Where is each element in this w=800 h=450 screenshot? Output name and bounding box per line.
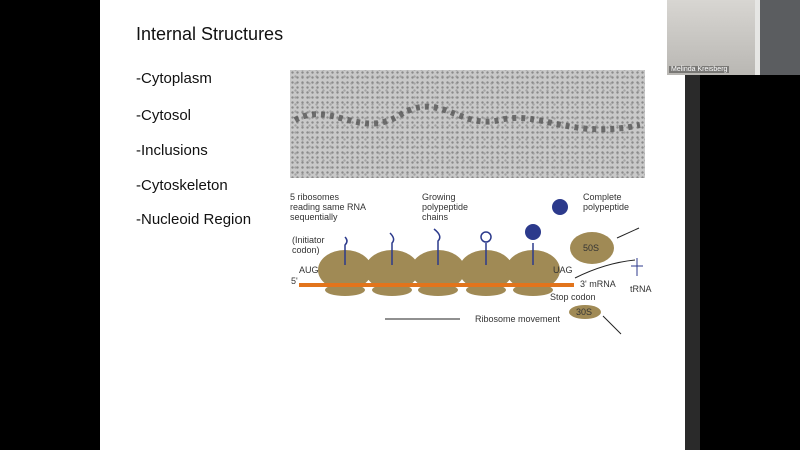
polyribosome-diagram: 5 ribosomes reading same RNA sequentiall… <box>290 192 652 335</box>
label-initiator-1: (Initiator <box>292 235 325 245</box>
label-30s: 30S <box>576 307 592 317</box>
label-trna: tRNA <box>630 284 652 294</box>
bullet-cytoskeleton: -Cytoskeleton <box>136 177 228 194</box>
label-ribosomes-3: sequentially <box>290 212 338 222</box>
label-complete-1: Complete <box>583 192 622 202</box>
label-complete-2: polypeptide <box>583 202 629 212</box>
label-growing-3: chains <box>422 212 449 222</box>
participant-video-tile[interactable]: Melinda Kreisberg <box>667 0 800 75</box>
label-initiator-2: codon) <box>292 245 320 255</box>
label-3-prime-mrna: 3' mRNA <box>580 279 616 289</box>
side-divider <box>685 75 700 450</box>
bullet-cytosol: -Cytosol <box>136 107 192 124</box>
slide-title: Internal Structures <box>136 24 284 44</box>
label-aug: AUG <box>299 265 319 275</box>
ribosomes <box>318 250 560 296</box>
bullet-cytoplasm: -Cytoplasm <box>136 70 212 87</box>
label-ribosome-movement: Ribosome movement <box>475 314 561 324</box>
bullet-inclusions: -Inclusions <box>136 142 208 159</box>
label-50s: 50S <box>583 243 599 253</box>
label-5-prime: 5' <box>291 276 298 286</box>
label-growing-2: polypeptide <box>422 202 468 212</box>
label-growing-1: Growing <box>422 192 456 202</box>
label-uag: UAG <box>553 265 573 275</box>
polypeptide-chains <box>344 228 534 265</box>
video-background-window <box>760 0 800 75</box>
label-ribosomes-1: 5 ribosomes <box>290 192 340 202</box>
mrna-strand <box>299 283 574 287</box>
presentation-slide: Internal Structures -Cytoplasm -Cytosol … <box>100 0 685 450</box>
label-ribosomes-2: reading same RNA <box>290 202 366 212</box>
participant-name: Melinda Kreisberg <box>669 66 730 73</box>
bullet-nucleoid-region: -Nucleoid Region <box>136 211 252 228</box>
complete-polypeptide-icon <box>552 199 568 215</box>
label-stop-codon: Stop codon <box>550 292 596 302</box>
electron-micrograph-image <box>290 70 645 178</box>
